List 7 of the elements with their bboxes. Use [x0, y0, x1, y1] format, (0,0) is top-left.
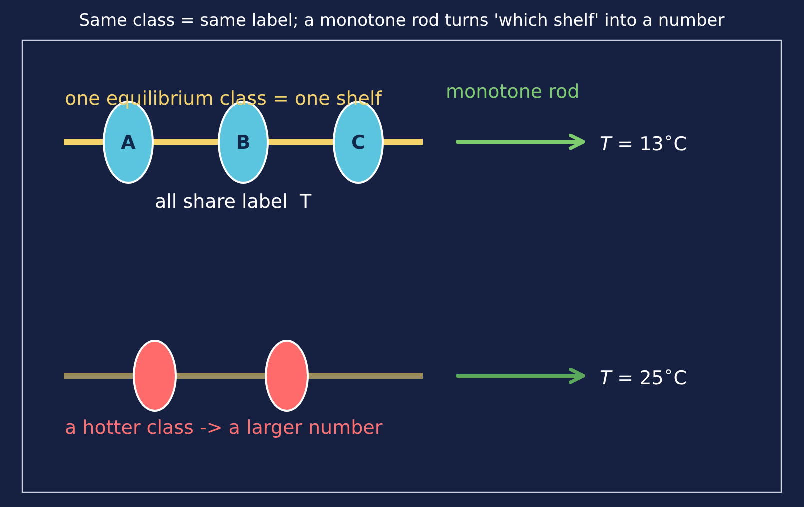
temperature-label: T = 25$^{∘}$C [600, 362, 725, 390]
shelf-caption: a hotter class -> a larger number [65, 417, 383, 439]
temperature-label: T = 13$^{∘}$C [600, 128, 725, 156]
title: Same class = same label; a monotone rod turns 'which shelf' into a number [78, 11, 726, 31]
arrow [456, 134, 586, 150]
shelf-caption: all share label T [155, 191, 312, 213]
arrow [456, 368, 586, 384]
